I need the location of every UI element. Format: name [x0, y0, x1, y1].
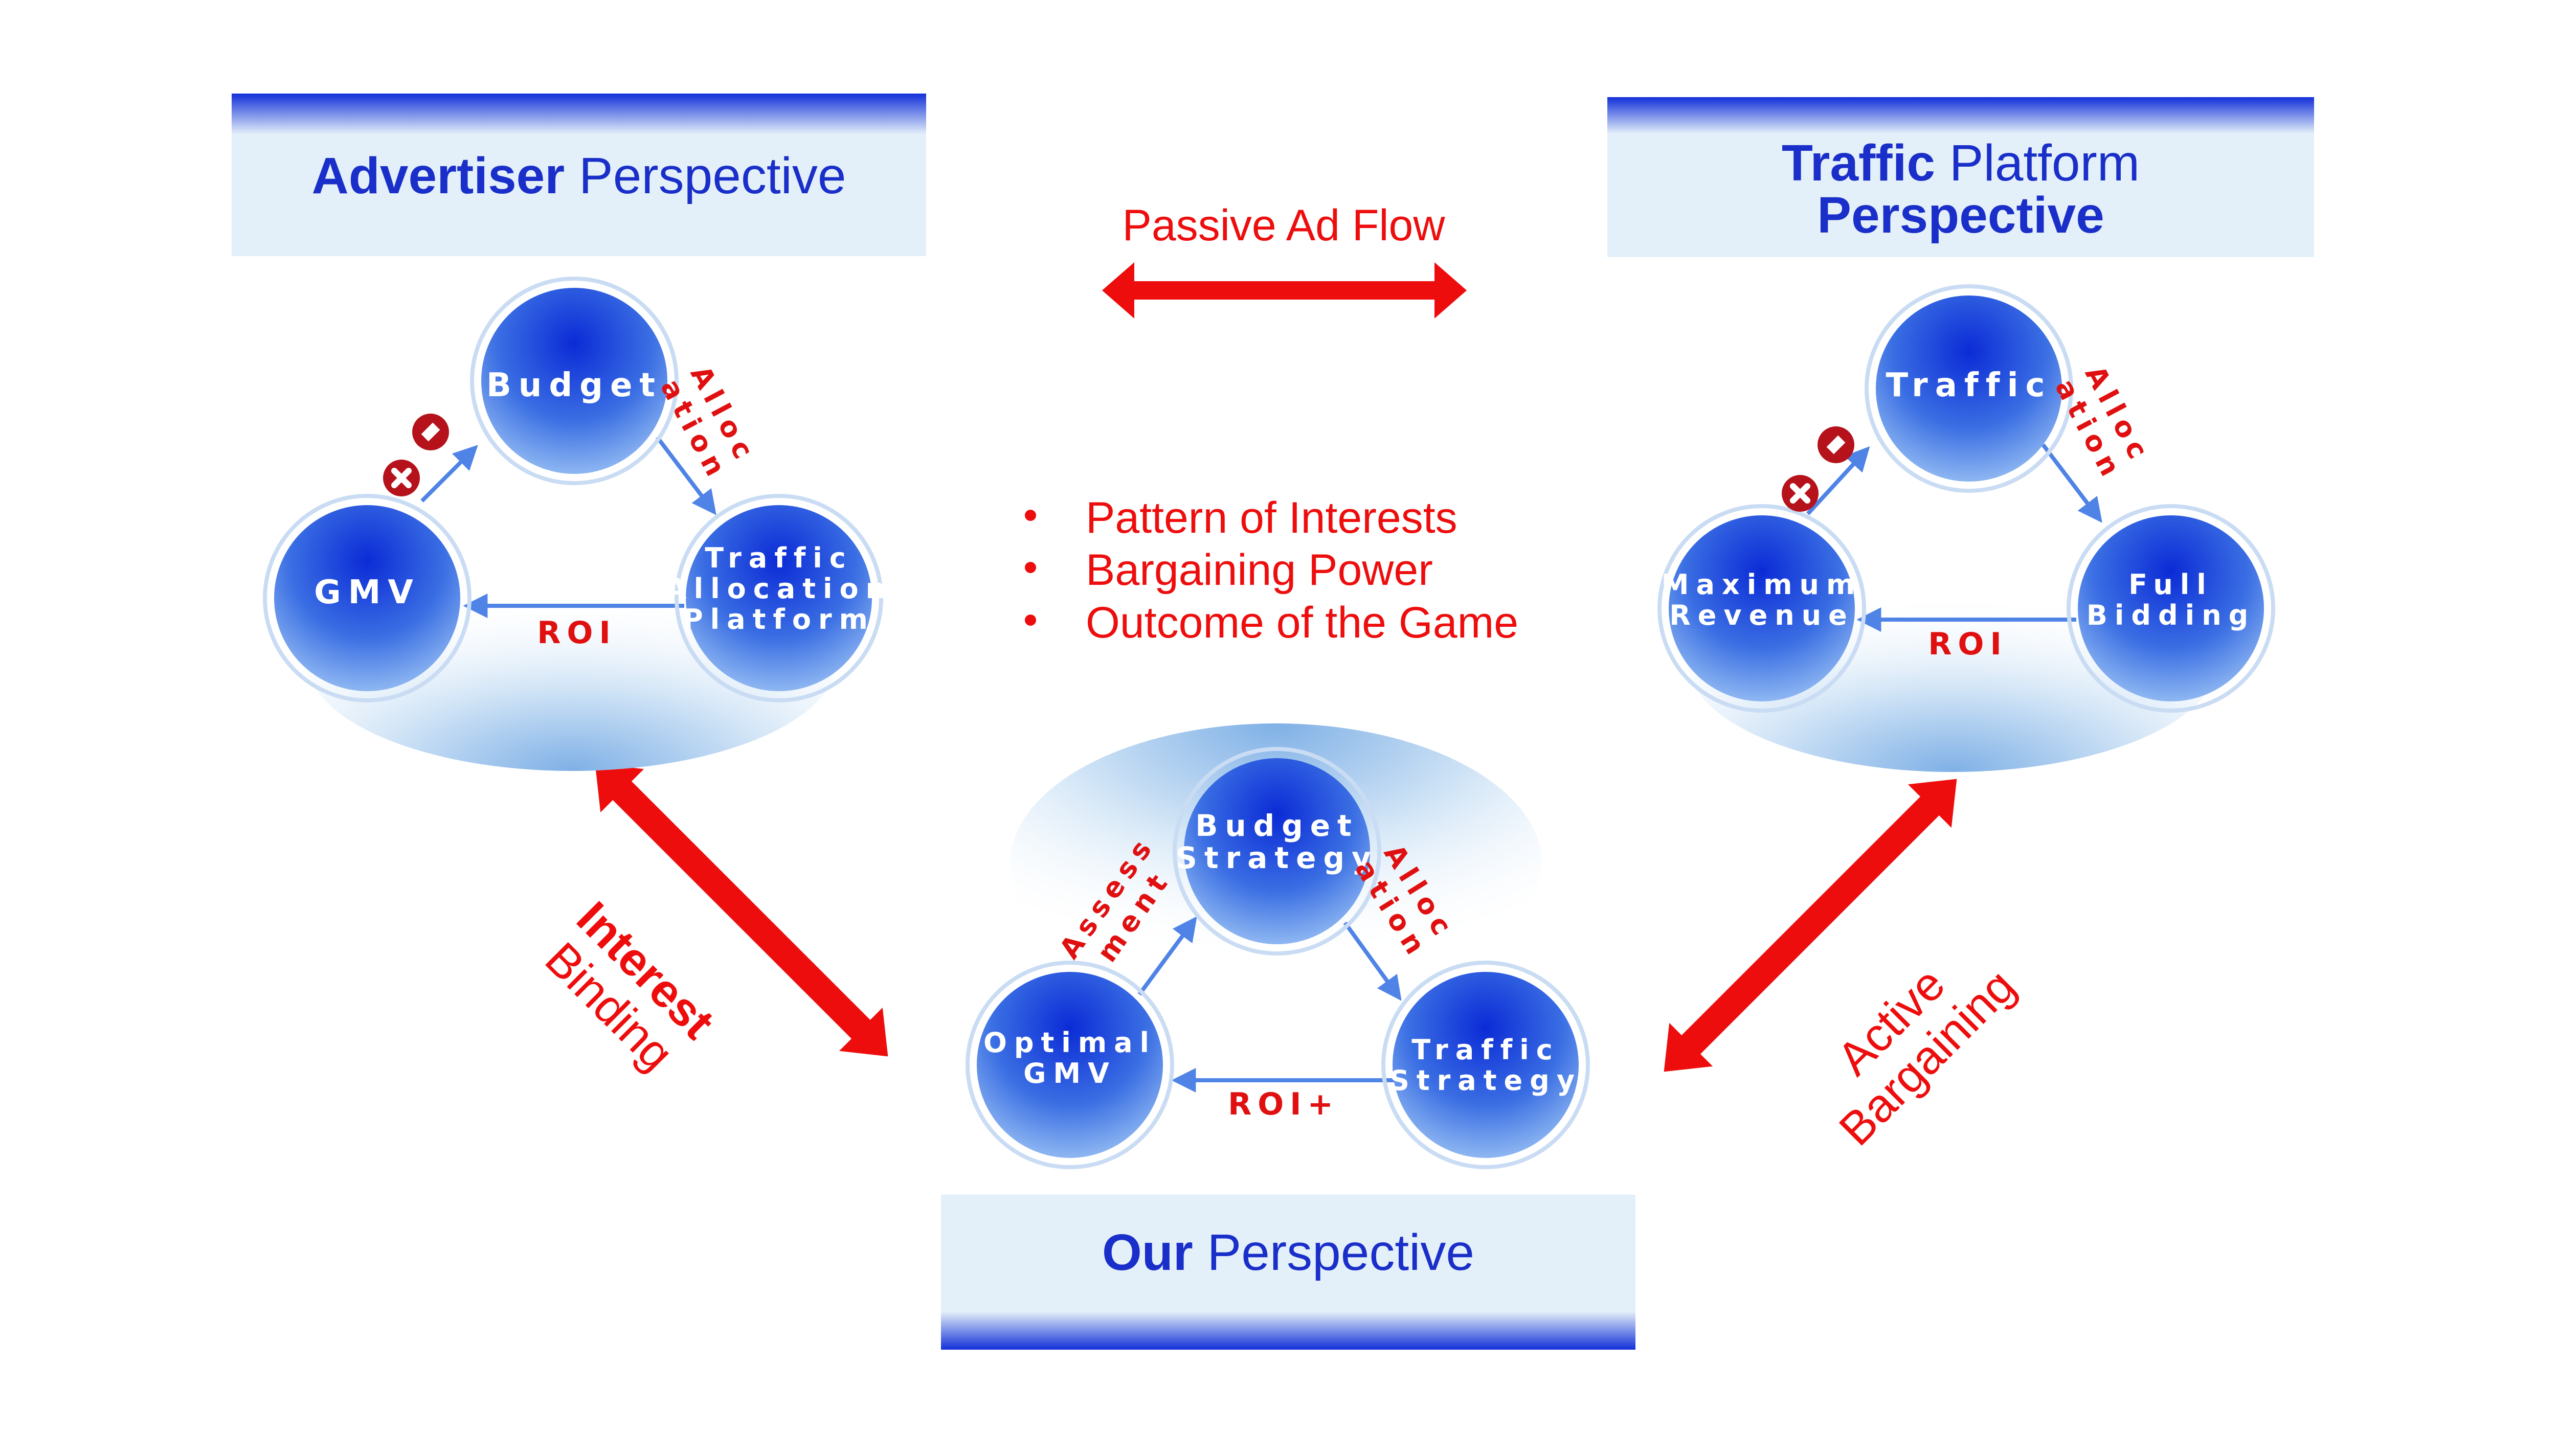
advertiser-node-budget-label: Budget	[486, 367, 662, 404]
our-node-right-line2: Strategy	[1389, 1064, 1582, 1097]
our-node-top-line2: Strategy	[1176, 840, 1378, 875]
advertiser-node-right-line3: Platform	[683, 603, 875, 635]
traffic-title-bold: Traffic	[1782, 134, 1935, 192]
advertiser-cycle: Budget GMV Traffic Allocation Platform A…	[263, 277, 892, 771]
advertiser-node-right-line1: Traffic	[705, 542, 853, 574]
advertiser-panel-title: Advertiser Perspective	[312, 147, 846, 204]
traffic-node-left-line2: Revenue	[1669, 599, 1854, 631]
our-node-budget-strategy	[1184, 758, 1370, 944]
minus-icon	[1818, 426, 1854, 463]
bullet-list: Pattern of Interests Bargaining Power Ou…	[1025, 493, 1518, 647]
passive-flow-double-arrow	[1102, 262, 1467, 318]
passive-ad-flow-label: Passive Ad Flow	[1123, 201, 1446, 250]
times-icon	[1782, 475, 1819, 512]
our-node-traffic-strategy	[1393, 972, 1579, 1158]
advertiser-edge-roi-label: ROI	[537, 615, 617, 651]
bullet-item: Outcome of the Game	[1086, 598, 1518, 647]
our-node-left-line2: GMV	[1023, 1057, 1116, 1089]
interest-binding-arrow	[595, 763, 888, 1057]
our-node-right-line1: Traffic	[1411, 1034, 1559, 1066]
traffic-node-right-line1: Full	[2128, 568, 2213, 601]
traffic-node-traffic	[1876, 295, 2062, 482]
interest-binding-label: Interest Binding	[535, 892, 724, 1081]
bullet-item: Bargaining Power	[1086, 545, 1433, 595]
active-bargaining-label: Active Bargaining	[1827, 958, 2025, 1155]
our-panel-title: Our Perspective	[1102, 1224, 1474, 1281]
our-edge-budget-traffic	[1343, 921, 1402, 1001]
advertiser-node-budget	[481, 288, 667, 474]
traffic-platform-panel: Traffic Platform Perspective	[1607, 97, 2314, 257]
active-bargaining-arrow	[1664, 779, 1957, 1072]
advertiser-title-bold: Advertiser	[312, 147, 565, 204]
our-cycle: Budget Strategy Optimal GMV Traffic Stra…	[966, 723, 1590, 1169]
advertiser-edge-gmv-budget	[420, 445, 478, 503]
traffic-panel-title-line1: Traffic Platform	[1782, 134, 2140, 192]
traffic-edge-roi-label: ROI	[1928, 626, 2008, 662]
advertiser-node-right-line2: Allocation	[665, 573, 892, 605]
our-node-optimal-gmv	[977, 972, 1163, 1158]
our-title-rest: Perspective	[1193, 1224, 1474, 1281]
our-node-top-line1: Budget	[1195, 808, 1359, 843]
minus-icon	[412, 414, 449, 450]
traffic-edge-traffic-bidding	[2041, 443, 2102, 523]
traffic-node-maximum-revenue	[1669, 515, 1855, 701]
bullet-dot	[1025, 562, 1036, 573]
traffic-node-right-line2: Bidding	[2087, 599, 2256, 631]
bullet-item: Pattern of Interests	[1086, 493, 1457, 542]
advertiser-title-rest: Perspective	[565, 147, 846, 204]
our-panel: Our Perspective	[941, 1195, 1635, 1350]
times-icon	[383, 460, 420, 496]
traffic-edge-revenue-traffic	[1806, 446, 1870, 515]
bullet-dot	[1025, 510, 1036, 521]
traffic-node-traffic-label: Traffic	[1886, 367, 2052, 404]
traffic-node-full-bidding	[2078, 515, 2264, 701]
traffic-title-rest: Platform	[1935, 134, 2140, 192]
advertiser-edge-allocation-label: Alloc ation	[654, 360, 762, 487]
bullet-dot	[1025, 615, 1036, 626]
our-title-bold: Our	[1102, 1224, 1193, 1281]
advertiser-node-gmv	[274, 505, 460, 691]
advertiser-node-traffic-allocation	[686, 505, 872, 691]
advertiser-edge-budget-traffic	[655, 436, 716, 515]
our-edge-roi-plus-label: ROI+	[1228, 1086, 1339, 1122]
advertiser-panel: Advertiser Perspective	[232, 94, 926, 256]
traffic-platform-cycle: Traffic Maximum Revenue Full Bidding All…	[1657, 284, 2275, 772]
advertiser-node-gmv-label: GMV	[314, 574, 420, 611]
traffic-node-left-line1: Maximum	[1662, 568, 1863, 601]
traffic-panel-title-line2: Perspective	[1817, 187, 2104, 244]
our-edge-gmv-budget	[1137, 916, 1197, 996]
our-node-left-line1: Optimal	[983, 1027, 1156, 1059]
